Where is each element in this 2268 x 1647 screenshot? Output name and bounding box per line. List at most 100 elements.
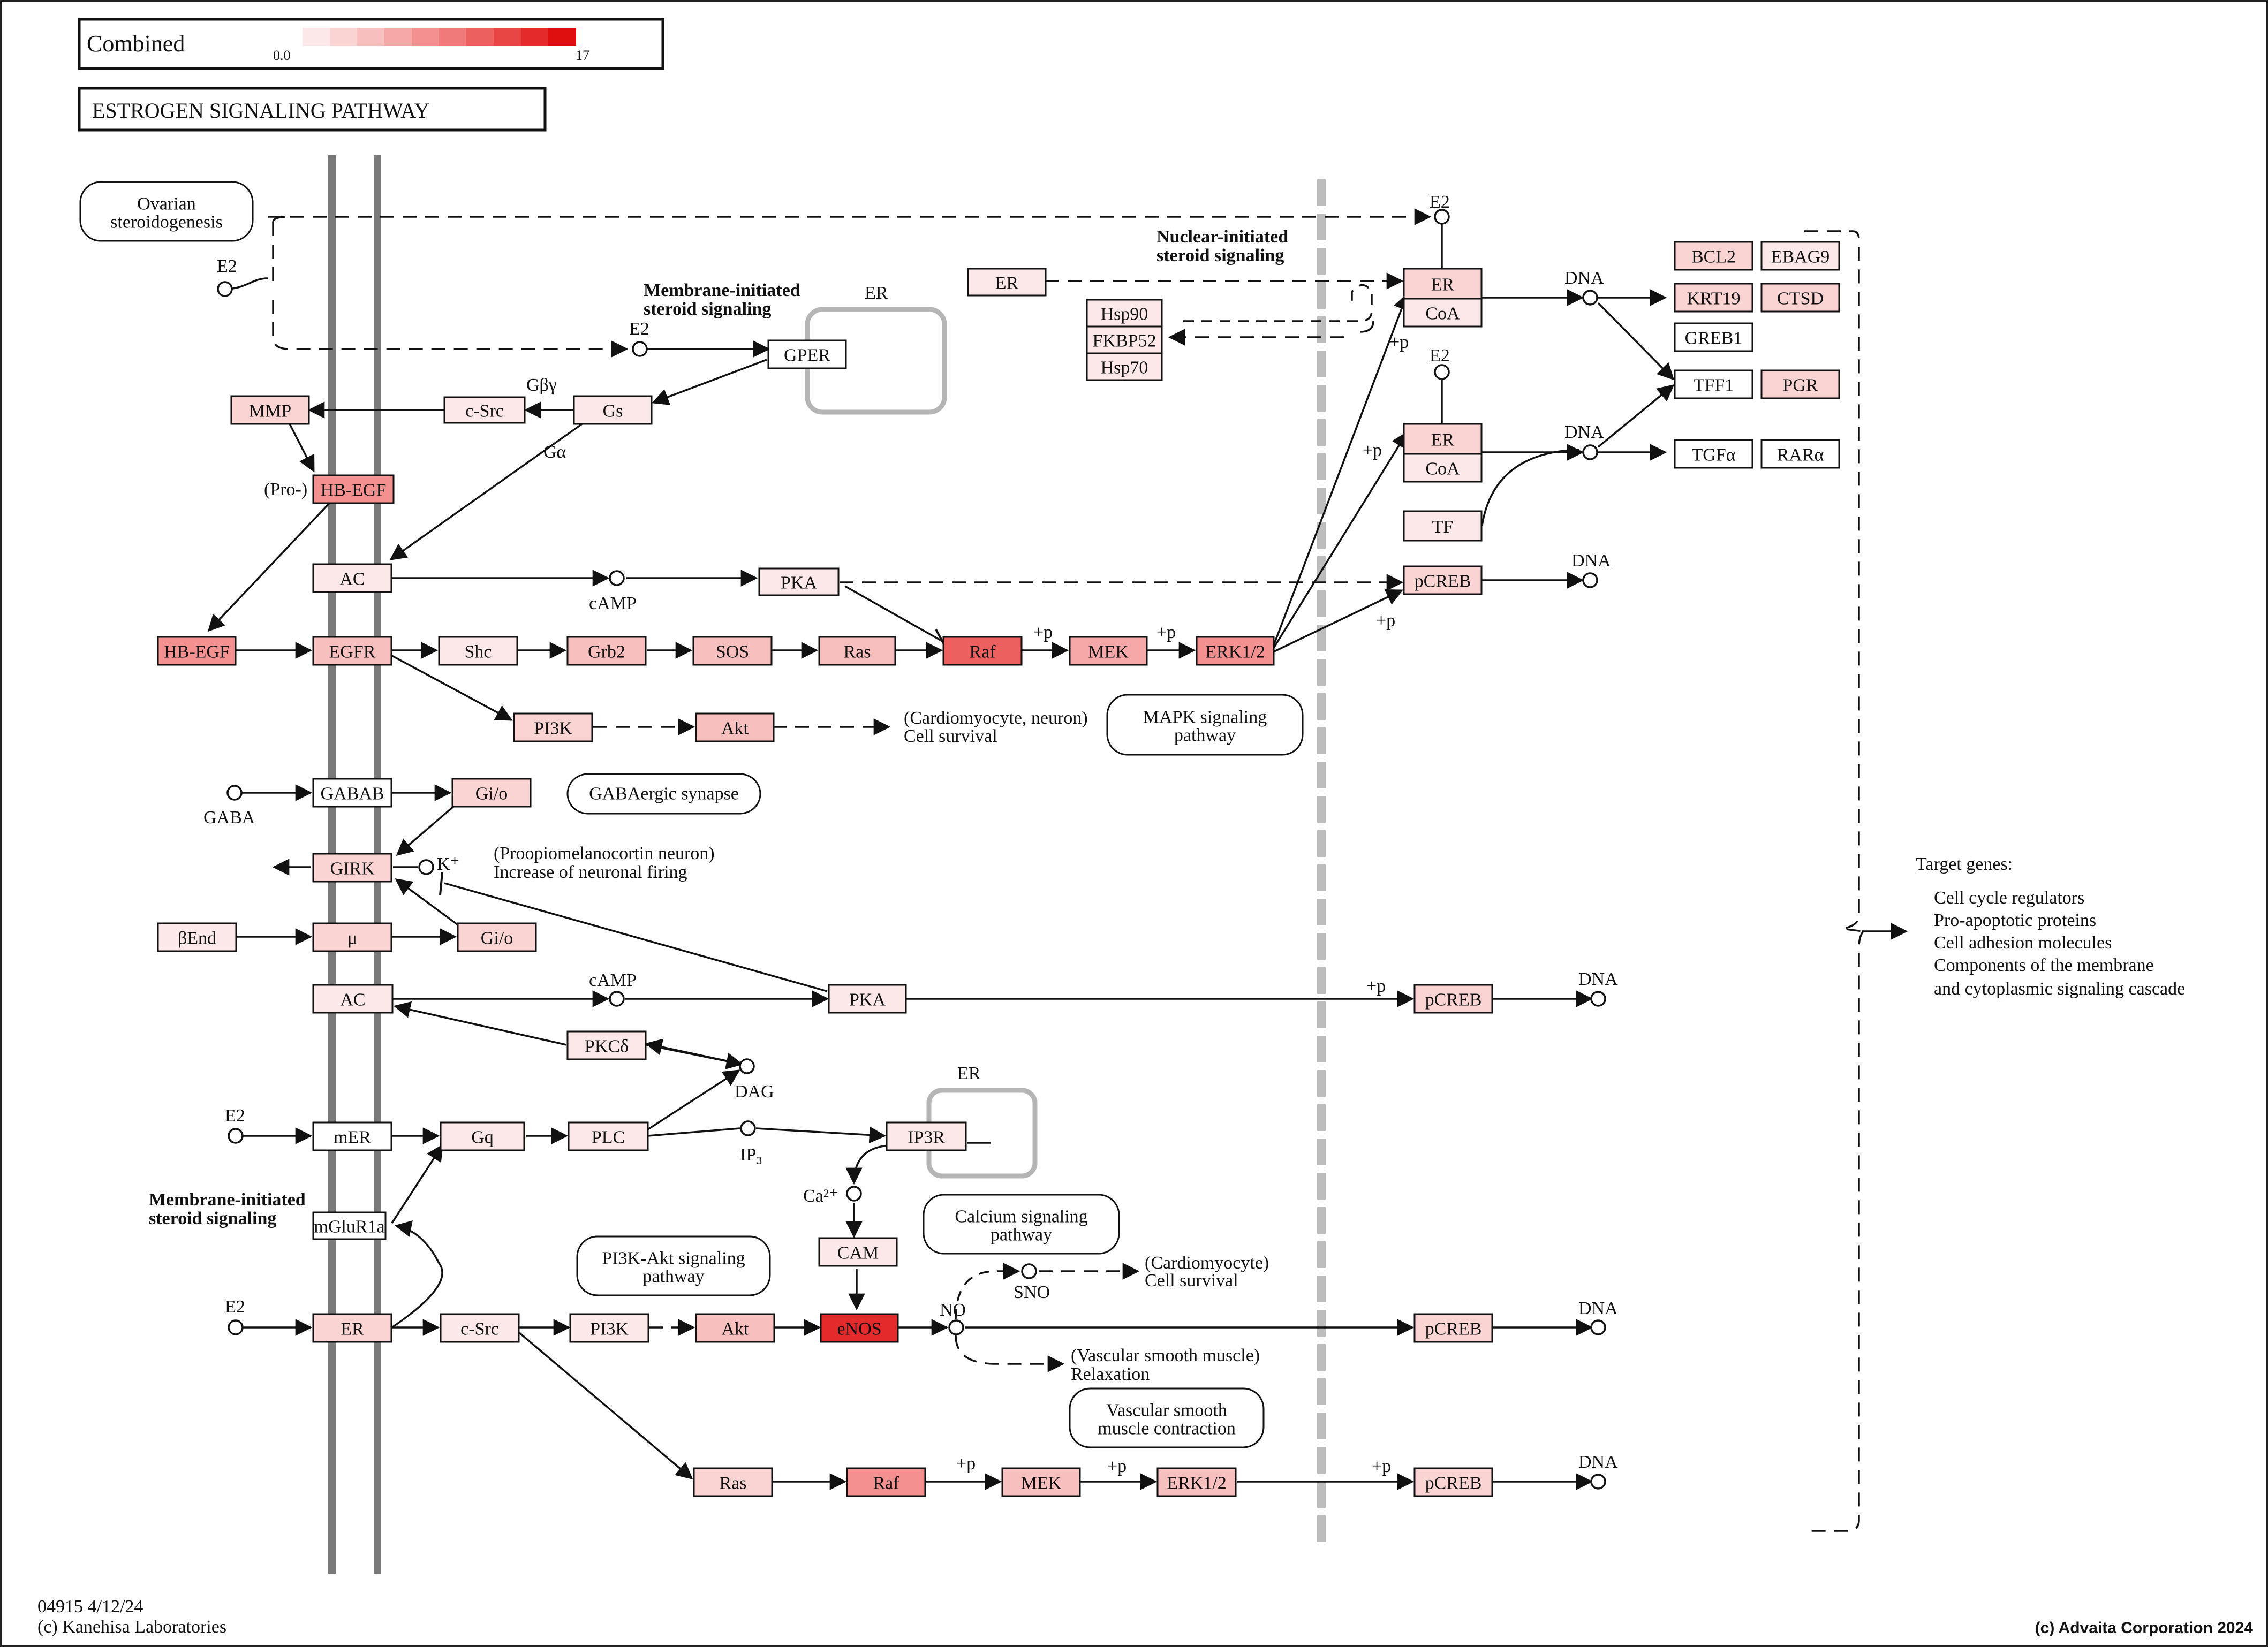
- gene-node-hb-egf[interactable]: HB-EGF: [157, 636, 237, 666]
- gene-node-mek[interactable]: MEK: [1001, 1467, 1081, 1497]
- gene-node-akt[interactable]: Akt: [695, 1313, 775, 1343]
- gene-node-pka[interactable]: PKA: [758, 567, 840, 596]
- gene-node--end[interactable]: βEnd: [157, 922, 237, 952]
- gene-node-ac[interactable]: AC: [312, 563, 392, 593]
- compound-e2[interactable]: E2: [217, 256, 237, 297]
- gene-node-gq[interactable]: Gq: [440, 1121, 525, 1151]
- compound-e2[interactable]: E2: [1430, 192, 1450, 225]
- gene-node-greb1[interactable]: GREB1: [1674, 322, 1753, 352]
- gene-node-gs[interactable]: Gs: [573, 395, 653, 425]
- gene-node-c-src[interactable]: c-Src: [443, 396, 526, 424]
- gene-node--[interactable]: μ: [312, 922, 392, 952]
- edge: [396, 802, 459, 856]
- target-gene-1: Cell cycle regulators: [1934, 888, 2084, 908]
- compound-dna[interactable]: DNA: [1564, 422, 1604, 460]
- gene-node-pcreb[interactable]: pCREB: [1403, 565, 1483, 595]
- compound-sno[interactable]: SNO: [1014, 1263, 1050, 1302]
- gene-node-coa[interactable]: CoA: [1403, 298, 1483, 328]
- compound-camp[interactable]: cAMP: [589, 570, 637, 613]
- gene-node-sos[interactable]: SOS: [692, 636, 773, 666]
- gene-node-er[interactable]: ER: [1403, 423, 1483, 455]
- gene-node-grb2[interactable]: Grb2: [566, 636, 647, 666]
- compound-label: DAG: [735, 1082, 774, 1102]
- compound-e2[interactable]: E2: [629, 319, 649, 357]
- gene-node-ras[interactable]: Ras: [818, 636, 896, 666]
- gene-label: CAM: [837, 1243, 879, 1263]
- gene-node-cam[interactable]: CAM: [818, 1237, 898, 1267]
- gene-node-erk1-2[interactable]: ERK1/2: [1196, 636, 1275, 666]
- gene-label: Gi/o: [475, 784, 508, 804]
- compound-e2[interactable]: E2: [225, 1297, 245, 1335]
- gene-node-hsp90[interactable]: Hsp90: [1086, 299, 1163, 328]
- gene-node-girk[interactable]: GIRK: [312, 853, 392, 883]
- gene-node-er[interactable]: ER: [967, 268, 1047, 297]
- gene-node-gabab[interactable]: GABAB: [312, 778, 392, 808]
- edge: [207, 499, 333, 632]
- compound-dna[interactable]: DNA: [1578, 1452, 1618, 1490]
- gene-node-ctsd[interactable]: CTSD: [1760, 283, 1840, 313]
- compound-dag[interactable]: DAG: [735, 1058, 774, 1102]
- map-link-gabaergic-synapse[interactable]: GABAergic synapse: [566, 773, 761, 815]
- gene-node-pcreb[interactable]: pCREB: [1413, 984, 1493, 1014]
- gene-node-mer[interactable]: mER: [312, 1121, 392, 1151]
- gene-node-mglur1a[interactable]: mGluR1a: [312, 1211, 387, 1240]
- gene-node-ac[interactable]: AC: [312, 984, 394, 1014]
- compound-dna[interactable]: DNA: [1571, 551, 1611, 588]
- gene-node-plc[interactable]: PLC: [568, 1121, 649, 1151]
- compound-camp[interactable]: cAMP: [589, 970, 637, 1007]
- gene-node-pgr[interactable]: PGR: [1760, 369, 1840, 399]
- gene-node-hsp70[interactable]: Hsp70: [1086, 352, 1163, 381]
- gene-node-gi-o[interactable]: Gi/o: [451, 778, 532, 808]
- gene-node-rar-[interactable]: RARα: [1760, 439, 1840, 469]
- gene-node-bcl2[interactable]: BCL2: [1674, 241, 1753, 271]
- gene-node-enos[interactable]: eNOS: [820, 1313, 899, 1343]
- gene-node-ebag9[interactable]: EBAG9: [1760, 241, 1840, 271]
- compound-dna[interactable]: DNA: [1564, 268, 1604, 306]
- gene-node-pka[interactable]: PKA: [828, 984, 907, 1014]
- gene-node-ip3r[interactable]: IP3R: [886, 1121, 967, 1151]
- gene-node-erk1-2[interactable]: ERK1/2: [1156, 1467, 1237, 1497]
- gene-label: MEK: [1021, 1474, 1062, 1493]
- gene-node-raf[interactable]: Raf: [942, 636, 1023, 666]
- gene-node-tgf-[interactable]: TGFα: [1674, 439, 1753, 469]
- gene-node-pi3k[interactable]: PI3K: [569, 1313, 649, 1343]
- compound-no[interactable]: NO: [940, 1300, 966, 1335]
- gene-node-pi3k[interactable]: PI3K: [513, 712, 593, 742]
- gene-node-pcreb[interactable]: pCREB: [1413, 1313, 1493, 1343]
- gene-node-mek[interactable]: MEK: [1069, 636, 1148, 666]
- compound-dna[interactable]: DNA: [1578, 969, 1618, 1007]
- compound-dna[interactable]: DNA: [1578, 1299, 1618, 1335]
- gene-node-fkbp52[interactable]: FKBP52: [1086, 325, 1163, 354]
- gene-node-hb-egf[interactable]: HB-EGF: [312, 474, 395, 504]
- gene-node-akt[interactable]: Akt: [695, 712, 775, 742]
- gene-node-gper[interactable]: GPER: [767, 339, 847, 369]
- gene-node-pkc-[interactable]: PKCδ: [566, 1030, 647, 1060]
- gene-node-er[interactable]: ER: [312, 1313, 392, 1343]
- compound-e2[interactable]: E2: [1430, 346, 1450, 380]
- gene-node-shc[interactable]: Shc: [438, 636, 518, 666]
- compound-ip-[interactable]: IP₃: [740, 1120, 762, 1165]
- gene-node-krt19[interactable]: KRT19: [1674, 283, 1753, 313]
- gene-node-er[interactable]: ER: [1403, 268, 1483, 300]
- compound-k-[interactable]: K⁺: [418, 854, 460, 875]
- gene-node-mmp[interactable]: MMP: [230, 395, 310, 425]
- compound-ca-[interactable]: Ca²⁺: [803, 1186, 862, 1206]
- gene-node-c-src[interactable]: c-Src: [440, 1313, 520, 1343]
- gene-node-coa[interactable]: CoA: [1403, 453, 1483, 483]
- gene-node-gi-o[interactable]: Gi/o: [457, 922, 537, 952]
- gene-node-pcreb[interactable]: pCREB: [1413, 1467, 1493, 1497]
- gene-node-raf[interactable]: Raf: [846, 1467, 926, 1497]
- gene-node-tff1[interactable]: TFF1: [1674, 369, 1753, 399]
- legend-swatch: [548, 28, 576, 46]
- compound-gaba[interactable]: GABA: [203, 785, 255, 828]
- compound-e2[interactable]: E2: [225, 1106, 245, 1144]
- gene-node-egfr[interactable]: EGFR: [312, 636, 392, 666]
- gene-node-tf[interactable]: TF: [1403, 510, 1483, 542]
- gene-node-ras[interactable]: Ras: [693, 1467, 773, 1497]
